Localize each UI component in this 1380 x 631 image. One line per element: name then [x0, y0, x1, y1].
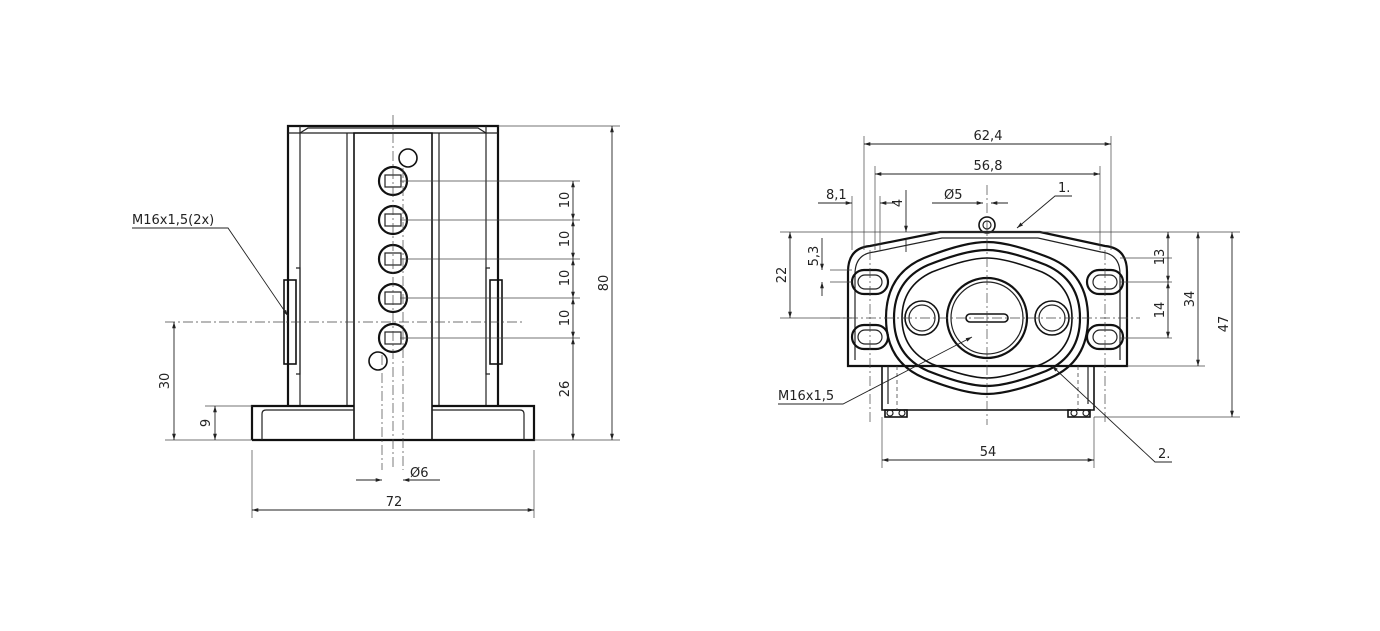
- dim-right-47: 47: [1217, 316, 1232, 333]
- front-view: M16x1,5(2x) 80 10 10 10 10 26 30 9 Ø6 72: [132, 115, 620, 518]
- dim-width-inner: 56,8: [974, 159, 1003, 174]
- dim-slot-offset: 5,3: [807, 246, 822, 267]
- thread-callout: M16x1,5: [778, 389, 834, 404]
- label-item-2: 2.: [1158, 447, 1170, 462]
- dim-right-14: 14: [1153, 302, 1168, 319]
- side-view: 62,4 56,8 8,1 Ø5 4 1. 2. M16x1,5 22 5,3 …: [775, 129, 1240, 468]
- lower-body: [881, 366, 1095, 411]
- dim-flange-offset: 8,1: [826, 188, 847, 203]
- dim-right-34: 34: [1183, 291, 1198, 308]
- dim-width: 72: [386, 495, 403, 510]
- dim-pitch: 10: [558, 270, 573, 287]
- dim-pitch: 10: [558, 231, 573, 248]
- dim-slot-height: 22: [775, 267, 790, 284]
- dim-pitch: 10: [558, 310, 573, 327]
- dim-base-width: 54: [980, 445, 997, 460]
- dim-bottom-offset: 26: [558, 381, 573, 398]
- dim-axis-height: 30: [158, 373, 173, 390]
- dim-width-outer: 62,4: [974, 129, 1003, 144]
- dim-vent-height: 4: [891, 199, 906, 207]
- thread-callout: M16x1,5(2x): [132, 213, 214, 228]
- dim-vent-diameter: Ø5: [944, 188, 963, 203]
- dim-pitch: 10: [558, 192, 573, 209]
- label-item-1: 1.: [1058, 181, 1070, 196]
- dim-right-13: 13: [1153, 249, 1168, 266]
- pe-hole: [368, 351, 388, 371]
- dim-overall-height: 80: [597, 275, 612, 292]
- dim-hole-diameter: Ø6: [410, 466, 429, 481]
- dim-base-height: 9: [199, 419, 214, 427]
- pe-hole: [398, 148, 418, 168]
- housing-outline: [286, 124, 500, 406]
